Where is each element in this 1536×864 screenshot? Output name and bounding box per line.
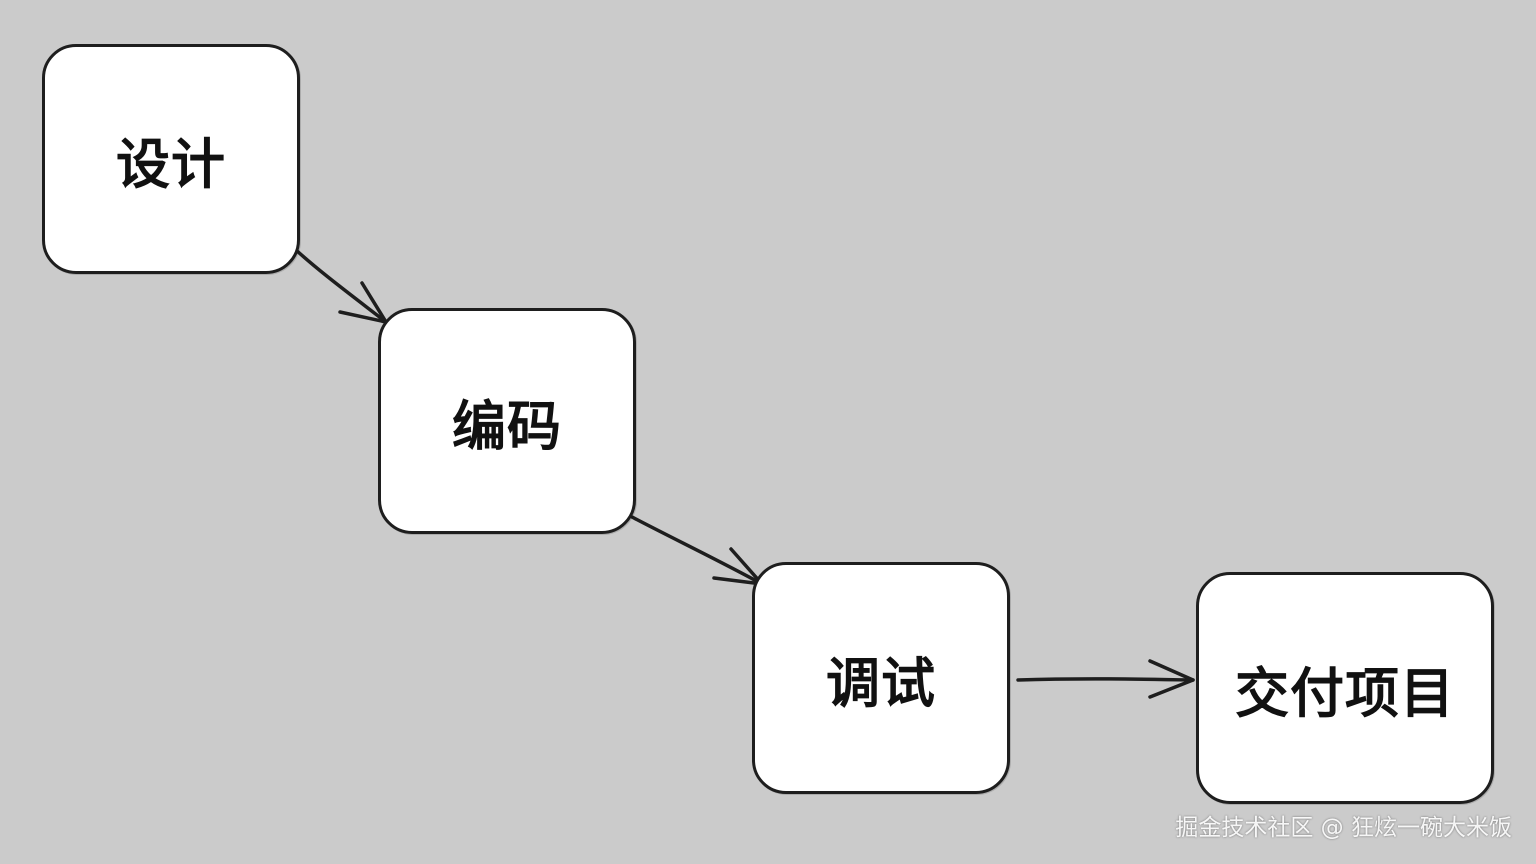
- arrow-design-to-code: [294, 248, 388, 324]
- node-design: 设计: [42, 44, 300, 274]
- node-deliver: 交付项目: [1196, 572, 1494, 804]
- arrow-code-to-debug: [630, 515, 764, 586]
- arrow-debug-to-deliver: [1016, 659, 1195, 699]
- node-debug: 调试: [752, 562, 1010, 794]
- node-code-label: 编码: [452, 394, 562, 458]
- node-debug-label: 调试: [826, 651, 936, 715]
- node-design-label: 设计: [116, 132, 226, 196]
- node-deliver-label: 交付项目: [1235, 661, 1455, 725]
- watermark: 掘金技术社区 @ 狂炫一碗大米饭: [1175, 815, 1512, 841]
- node-code: 编码: [378, 308, 636, 534]
